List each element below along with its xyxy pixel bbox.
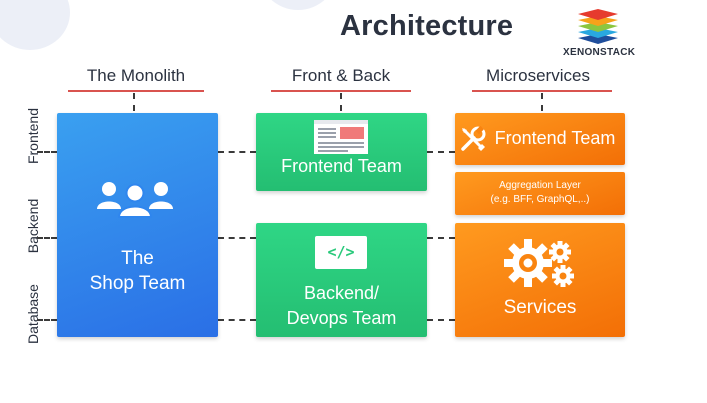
aggregation-layer-label: Aggregation Layer (e.g. BFF, GraphQL,..) xyxy=(455,179,625,207)
row-connector xyxy=(427,237,455,239)
decor-circle xyxy=(0,0,70,50)
aggregation-layer-line1: Aggregation Layer xyxy=(499,180,581,191)
column-header-front-back: Front & Back xyxy=(291,66,391,85)
code-icon: </> xyxy=(315,236,367,269)
column-connector xyxy=(133,93,135,111)
column-header-monolith: The Monolith xyxy=(86,66,186,85)
frontend-team-box: Frontend Team xyxy=(256,113,427,191)
row-connector xyxy=(37,151,57,153)
services-label: Services xyxy=(503,297,577,318)
column-underline xyxy=(68,90,204,92)
monolith-label-line2: Shop Team xyxy=(89,273,186,294)
column-connector xyxy=(340,93,342,111)
row-label-database: Database xyxy=(25,284,41,344)
column-underline xyxy=(271,90,411,92)
page-title: Architecture xyxy=(340,10,514,42)
aggregation-layer-line2: (e.g. BFF, GraphQL,..) xyxy=(490,194,590,205)
monolith-label: The Shop Team xyxy=(57,246,218,296)
tools-icon xyxy=(460,125,486,152)
micro-frontend-team-label: Frontend Team xyxy=(494,128,616,148)
backend-devops-line1: Backend/ xyxy=(303,283,380,303)
logo-text: XENONSTACK xyxy=(563,47,636,58)
decor-circle xyxy=(258,0,338,10)
row-connector xyxy=(37,319,57,321)
users-icon xyxy=(95,179,175,219)
gears-icon xyxy=(504,236,576,290)
backend-devops-label: Backend/ Devops Team xyxy=(256,281,427,331)
micro-frontend-team-box: Frontend Team xyxy=(455,113,625,165)
row-connector xyxy=(218,319,256,321)
column-header-microservices: Microservices xyxy=(486,66,590,85)
browser-window-icon xyxy=(314,120,368,154)
frontend-team-label: Frontend Team xyxy=(281,156,402,176)
monolith-box: The Shop Team xyxy=(57,113,218,337)
row-connector xyxy=(218,151,256,153)
aggregation-layer-box: Aggregation Layer (e.g. BFF, GraphQL,..) xyxy=(455,172,625,215)
backend-devops-box: </> Backend/ Devops Team xyxy=(256,223,427,337)
monolith-label-line1: The xyxy=(121,248,154,269)
row-label-frontend: Frontend xyxy=(25,107,41,165)
row-label-backend: Backend xyxy=(25,198,41,254)
column-connector xyxy=(541,93,543,111)
column-underline xyxy=(472,90,612,92)
xenonstack-logo xyxy=(573,4,623,46)
services-box: Services xyxy=(455,223,625,337)
row-connector xyxy=(37,237,57,239)
row-connector xyxy=(427,319,455,321)
row-connector xyxy=(427,151,455,153)
row-connector xyxy=(218,237,256,239)
backend-devops-line2: Devops Team xyxy=(286,308,397,328)
